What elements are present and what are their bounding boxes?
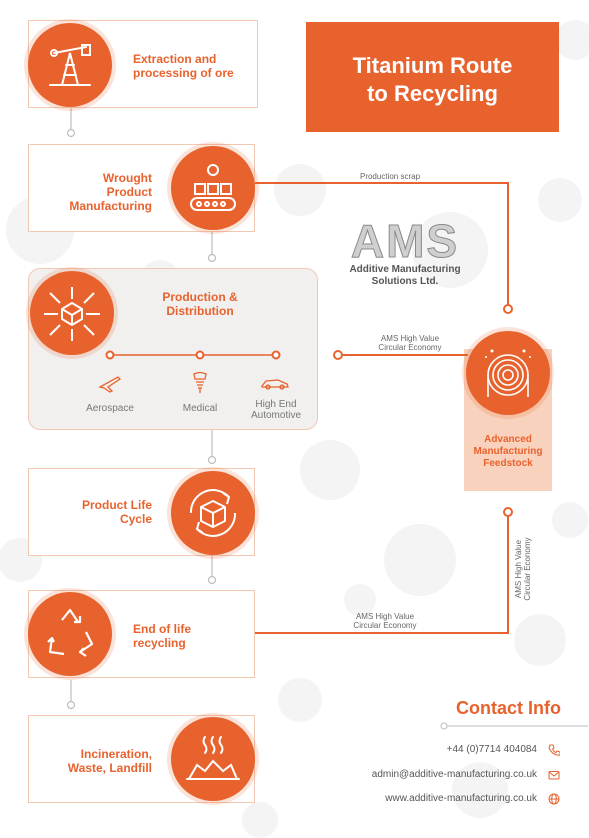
logo-line-2: Solutions Ltd.: [371, 276, 439, 287]
step-label-wrought: Wrought Product Manufacturing: [69, 171, 152, 213]
recycle-icon: [47, 608, 94, 657]
contact-email[interactable]: admin@additive-manufacturing.co.uk: [371, 769, 537, 780]
contact-heading: Contact Info: [456, 698, 561, 718]
sector-label-automotive: High End Automotive: [250, 399, 302, 421]
conveyor-icon: [190, 164, 236, 211]
landfill-icon: [186, 736, 240, 780]
step-label-landfill: Incineration, Waste, Landfill: [67, 747, 152, 775]
step-circle-lifecycle: [171, 471, 255, 555]
wire-spool-icon: [485, 349, 531, 397]
box-cycle-icon: [189, 489, 237, 537]
page-title: Titanium Route to Recycling: [352, 53, 513, 106]
connector-label-high-value-vertical: AMS High Value Circular Economy: [514, 537, 532, 601]
step-circle-landfill: [171, 717, 255, 801]
connector-label-high-value-1: AMS High Value Circular Economy: [378, 334, 442, 352]
contact-web[interactable]: www.additive-manufacturing.co.uk: [385, 793, 537, 804]
email-icon: [548, 771, 560, 780]
step-label-lifecycle: Product Life Cycle: [81, 498, 152, 526]
airplane-icon: [98, 373, 122, 393]
step-circle-wrought: [171, 146, 255, 230]
contact-phone[interactable]: +44 (0)7714 404084: [446, 744, 537, 755]
oil-pump-icon: [49, 44, 91, 86]
step-label-extraction: Extraction and processing of ore: [133, 52, 234, 80]
phone-icon: [548, 744, 560, 756]
connector-label-high-value-2: AMS High Value Circular Economy: [353, 612, 417, 630]
implant-icon: [191, 371, 209, 395]
globe-icon: [548, 793, 560, 805]
logo-mark: AMS: [350, 215, 460, 267]
ams-logo: AMS Additive Manufacturing Solutions Ltd…: [330, 218, 480, 298]
step-circle-extraction: [28, 23, 112, 107]
contact-heading-rule: [440, 722, 588, 730]
cube-arrows-icon: [44, 287, 100, 341]
step-circle-production: [30, 271, 114, 355]
title-banner: Titanium Route to Recycling: [306, 22, 559, 132]
car-icon: [260, 376, 290, 390]
logo-line-1: Additive Manufacturing: [349, 264, 461, 275]
step-circle-recycling: [28, 592, 112, 676]
feedstock-circle: [466, 331, 550, 415]
connector-label-production-scrap: Production scrap: [359, 172, 421, 181]
sector-label-aerospace: Aerospace: [86, 403, 134, 414]
feedstock-label: Advanced Manufacturing Feedstock: [473, 434, 543, 469]
sector-label-medical: Medical: [182, 403, 218, 414]
step-label-recycling: End of life recycling: [133, 622, 191, 650]
step-label-production: Production & Distribution: [162, 290, 238, 318]
